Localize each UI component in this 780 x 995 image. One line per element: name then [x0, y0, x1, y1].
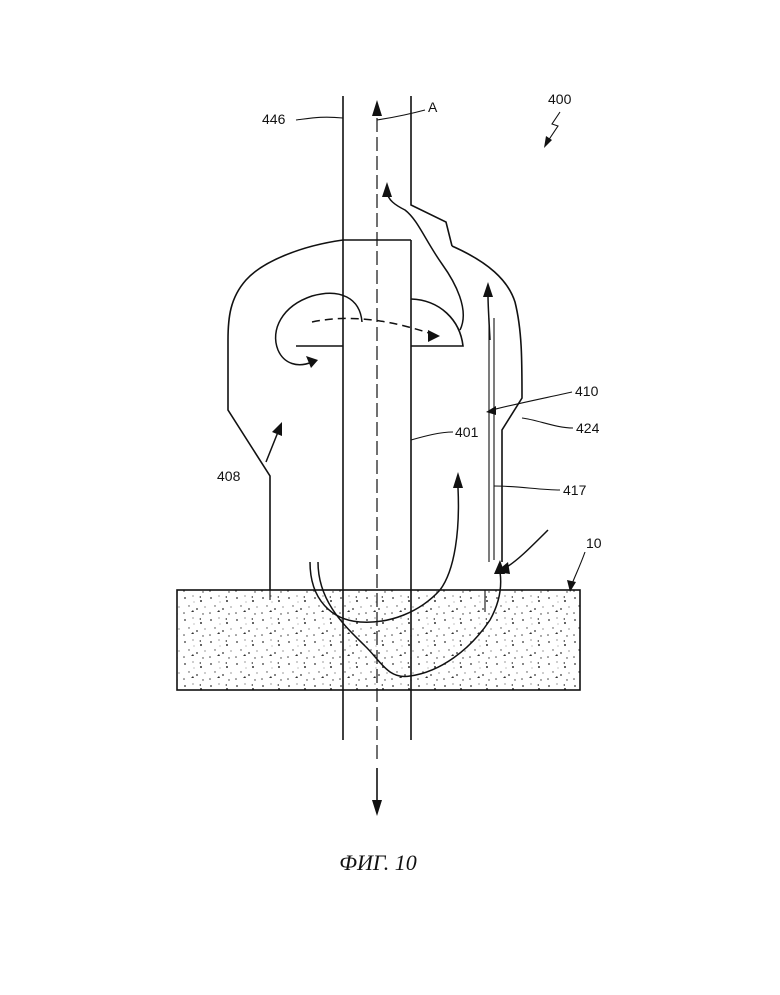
- label-417: 417: [563, 482, 587, 498]
- label-408: 408: [217, 468, 241, 484]
- flow-chamber-head: [272, 422, 282, 436]
- flow-dashed-head: [428, 330, 440, 342]
- porous-bed: [177, 590, 580, 690]
- label-410: 410: [575, 383, 599, 399]
- flow-bed-left-head: [453, 472, 463, 488]
- label-401: 401: [455, 424, 479, 440]
- axis-arrow-down: [372, 800, 382, 816]
- label-axis: A: [428, 99, 438, 115]
- label-400: 400: [548, 91, 572, 107]
- leader-401: [411, 432, 453, 440]
- housing-left-wall: [228, 240, 343, 590]
- flow-exit-head: [382, 182, 392, 197]
- leader-424: [522, 418, 573, 428]
- axis-arrow-up: [372, 100, 382, 116]
- label-10: 10: [586, 535, 602, 551]
- flow-recirc-head: [306, 356, 318, 368]
- flow-chamber-shaft: [266, 432, 278, 462]
- leader-axis: [377, 110, 425, 120]
- leader-10: [572, 552, 585, 584]
- leader-417: [494, 486, 560, 490]
- figure-caption: ФИГ. 10: [339, 850, 416, 875]
- leader-410-head: [486, 406, 496, 415]
- label-446: 446: [262, 111, 286, 127]
- flow-inlet-right: [505, 530, 548, 568]
- leader-410: [492, 392, 572, 410]
- diverter-right-lip: [411, 299, 463, 346]
- label-424: 424: [576, 420, 600, 436]
- flow-recirc-loop: [276, 293, 362, 364]
- leader-446: [296, 117, 343, 120]
- flow-dashed-cross: [312, 318, 432, 334]
- flow-up-right: [488, 296, 490, 340]
- leader-400-head: [544, 136, 552, 148]
- flow-up-right-head: [483, 282, 493, 297]
